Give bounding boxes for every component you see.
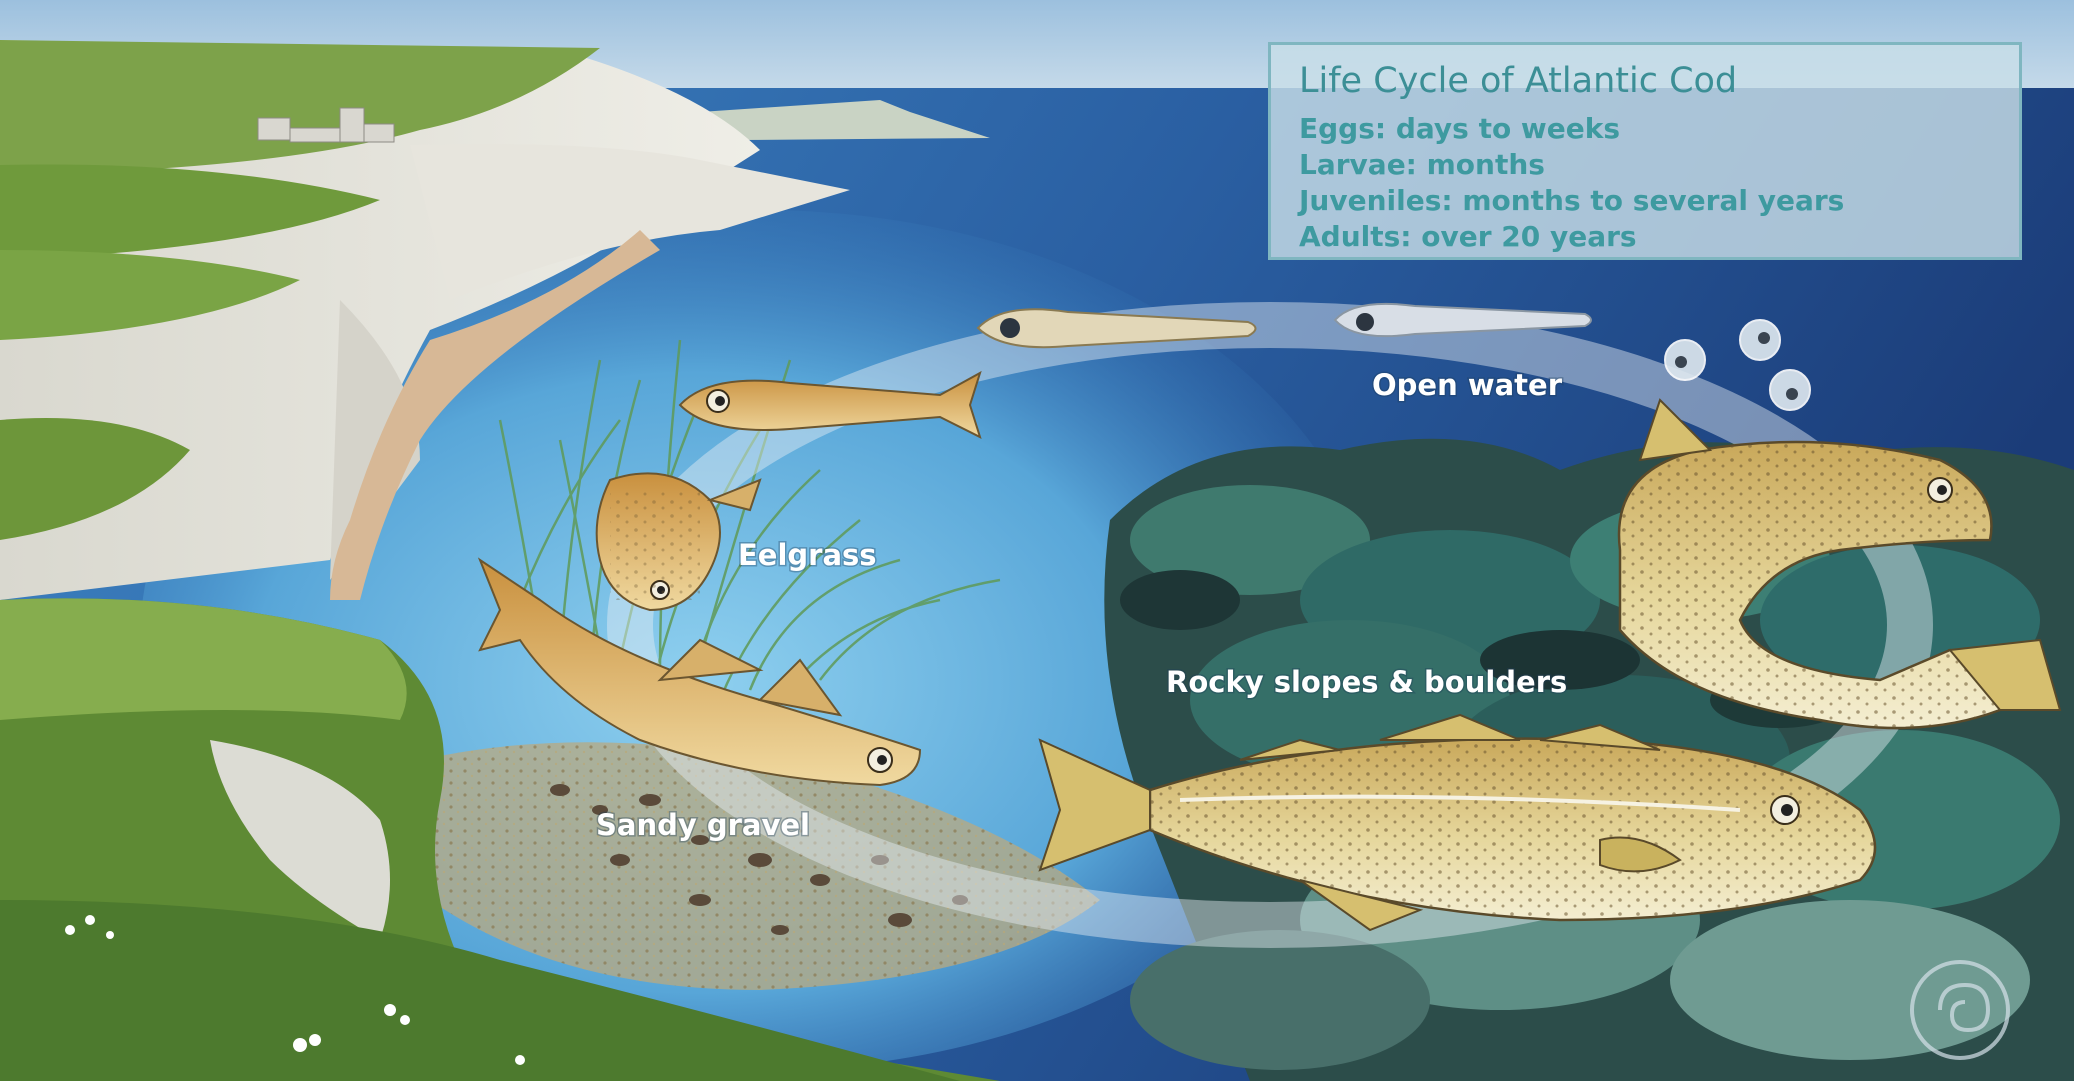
label-rocky-slopes: Rocky slopes & boulders: [1166, 665, 1567, 699]
info-line-larvae: Larvae: months: [1299, 147, 1991, 183]
info-line-juveniles: Juveniles: months to several years: [1299, 183, 1991, 219]
label-open-water: Open water: [1372, 368, 1563, 402]
label-sandy-gravel: Sandy gravel: [596, 808, 810, 842]
info-box-title: Life Cycle of Atlantic Cod: [1299, 61, 1991, 101]
label-eelgrass: Eelgrass: [738, 538, 877, 572]
info-line-eggs: Eggs: days to weeks: [1299, 111, 1991, 147]
life-cycle-info-box: Life Cycle of Atlantic Cod Eggs: days to…: [1268, 42, 2022, 260]
info-line-adults: Adults: over 20 years: [1299, 219, 1991, 255]
